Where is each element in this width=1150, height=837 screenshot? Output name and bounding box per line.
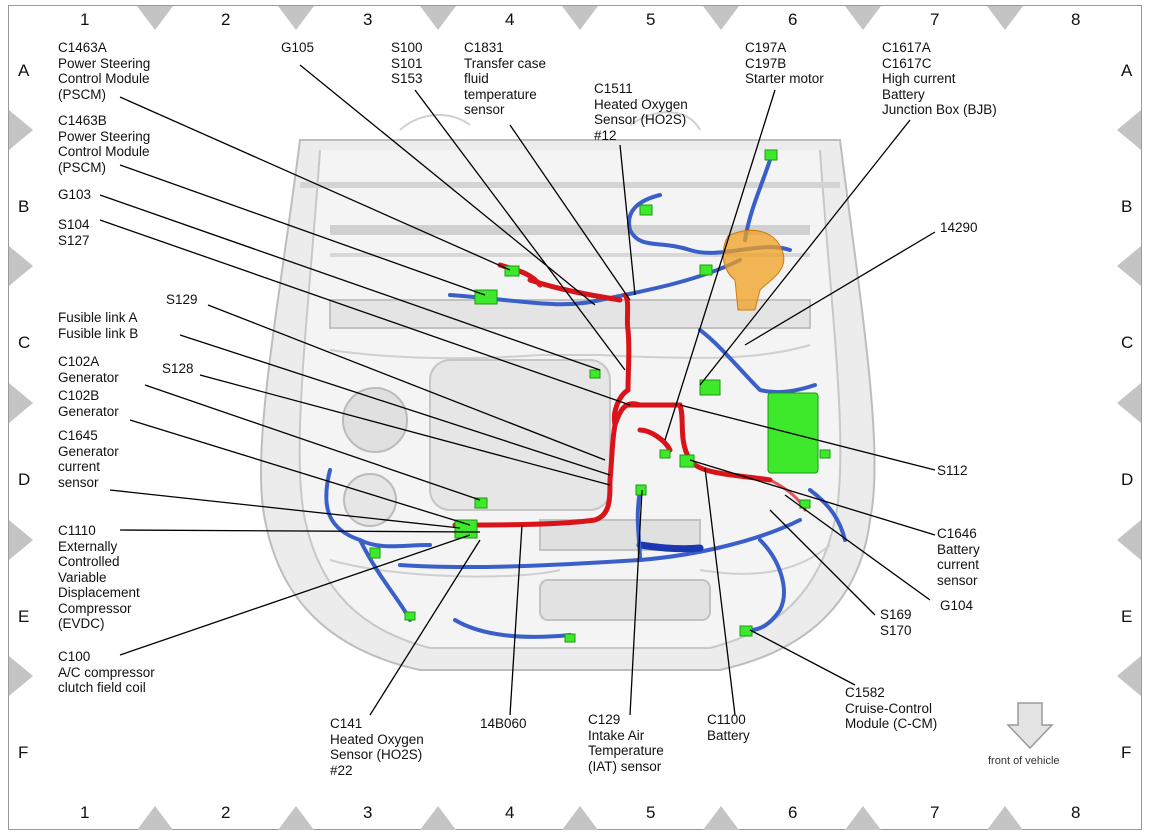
grid-marker bbox=[420, 806, 456, 830]
grid-col-7-bottom: 7 bbox=[930, 803, 940, 822]
grid-marker bbox=[1117, 383, 1141, 423]
grid-row-f-left: F bbox=[18, 743, 29, 762]
grid-row-d-right: D bbox=[1121, 470, 1134, 489]
label-s169-s170: S169 S170 bbox=[880, 607, 912, 638]
grid-marker bbox=[562, 806, 598, 830]
grid-marker bbox=[137, 6, 173, 30]
label-c102a: C102A Generator bbox=[58, 354, 119, 385]
bjb-box bbox=[722, 229, 785, 311]
label-c1646: C1646 Battery current sensor bbox=[937, 526, 980, 588]
grid-row-f-right: F bbox=[1121, 743, 1132, 762]
label-c1582: C1582 Cruise-Control Module (C-CM) bbox=[845, 685, 938, 731]
label-g104: G104 bbox=[940, 598, 974, 613]
grid-row-c-left: C bbox=[18, 333, 31, 352]
label-c1617: C1617A C1617C High current Battery Junct… bbox=[882, 40, 997, 117]
grid-marker bbox=[278, 806, 314, 830]
label-s104-s127: S104 S127 bbox=[58, 217, 90, 248]
label-fusible-links: Fusible link A Fusible link B bbox=[58, 310, 139, 341]
label-s128: S128 bbox=[162, 361, 194, 376]
power-harness bbox=[452, 262, 807, 528]
grid-marker bbox=[1117, 110, 1141, 150]
grid-col-5-bottom: 5 bbox=[646, 803, 656, 822]
grid-col-7-top: 7 bbox=[930, 10, 940, 29]
grid-marker bbox=[9, 110, 33, 150]
grid-col-8-bottom: 8 bbox=[1071, 803, 1081, 822]
grid-markers bbox=[9, 6, 1141, 830]
grid-row-b-right: B bbox=[1121, 197, 1133, 216]
grid-col-4-top: 4 bbox=[505, 10, 515, 29]
grid-col-3-bottom: 3 bbox=[363, 803, 373, 822]
front-arrow-icon bbox=[1006, 702, 1054, 750]
grid-marker bbox=[1117, 246, 1141, 286]
grid-col-2-top: 2 bbox=[221, 10, 231, 29]
label-g105: G105 bbox=[281, 40, 315, 55]
label-s112: S112 bbox=[937, 463, 968, 478]
grid-marker bbox=[9, 246, 33, 286]
label-c1110: C1110 Externally Controlled Variable Dis… bbox=[58, 523, 140, 631]
label-c129: C129 Intake Air Temperature (IAT) sensor bbox=[588, 712, 664, 774]
grid-marker bbox=[137, 806, 173, 830]
grid-row-e-left: E bbox=[18, 607, 30, 626]
label-c102b: C102B Generator bbox=[58, 388, 119, 419]
grid-marker bbox=[562, 6, 598, 30]
label-c1463b: C1463B Power Steering Control Module (PS… bbox=[58, 113, 151, 175]
label-14b060: 14B060 bbox=[480, 716, 527, 731]
leader-lines bbox=[99, 64, 936, 716]
label-c1511: C1511 Heated Oxygen Sensor (HO2S) #12 bbox=[594, 81, 688, 143]
label-g103: G103 bbox=[58, 187, 92, 202]
label-c141: C141 Heated Oxygen Sensor (HO2S) #22 bbox=[330, 716, 424, 778]
grid-col-6-bottom: 6 bbox=[788, 803, 798, 822]
grid-marker bbox=[9, 520, 33, 560]
grid-marker bbox=[987, 6, 1023, 30]
grid-marker bbox=[9, 656, 33, 696]
grid-marker bbox=[845, 806, 881, 830]
grid-row-b-left: B bbox=[18, 197, 30, 216]
grid-marker bbox=[1117, 520, 1141, 560]
grid-marker bbox=[420, 6, 456, 30]
label-c197: C197A C197B Starter motor bbox=[745, 40, 824, 86]
grid-marker bbox=[1117, 656, 1141, 696]
grid-row-e-right: E bbox=[1121, 607, 1133, 626]
grid-row-d-left: D bbox=[18, 470, 31, 489]
grid-col-6-top: 6 bbox=[788, 10, 798, 29]
label-c1463a: C1463A Power Steering Control Module (PS… bbox=[58, 40, 151, 102]
label-s129: S129 bbox=[166, 292, 198, 307]
grid-col-1-top: 1 bbox=[80, 10, 90, 29]
grid-marker bbox=[987, 806, 1023, 830]
grid-row-c-right: C bbox=[1121, 333, 1134, 352]
front-of-vehicle-label: front of vehicle bbox=[988, 755, 1060, 767]
label-c1645: C1645 Generator current sensor bbox=[58, 428, 119, 490]
grid-col-4-bottom: 4 bbox=[505, 803, 515, 822]
grid-marker bbox=[9, 383, 33, 423]
grid-row-a-right: A bbox=[1121, 61, 1133, 80]
grid-col-3-top: 3 bbox=[363, 10, 373, 29]
label-s100-s101-s153: S100 S101 S153 bbox=[391, 40, 423, 86]
battery-connectors bbox=[369, 149, 831, 643]
grid-row-a-left: A bbox=[18, 61, 30, 80]
grid-col-8-top: 8 bbox=[1071, 10, 1081, 29]
label-c1100: C1100 Battery bbox=[707, 712, 750, 743]
label-c1831: C1831 Transfer case fluid temperature se… bbox=[464, 40, 547, 117]
grid-marker bbox=[845, 6, 881, 30]
grid-marker bbox=[703, 6, 739, 30]
grid-col-2-bottom: 2 bbox=[221, 803, 231, 822]
label-14290: 14290 bbox=[940, 220, 978, 235]
grid-col-1-bottom: 1 bbox=[80, 803, 90, 822]
grid-col-5-top: 5 bbox=[646, 10, 656, 29]
grid-marker bbox=[278, 6, 314, 30]
grid-marker bbox=[703, 806, 739, 830]
label-c100: C100 A/C compressor clutch field coil bbox=[58, 649, 155, 695]
